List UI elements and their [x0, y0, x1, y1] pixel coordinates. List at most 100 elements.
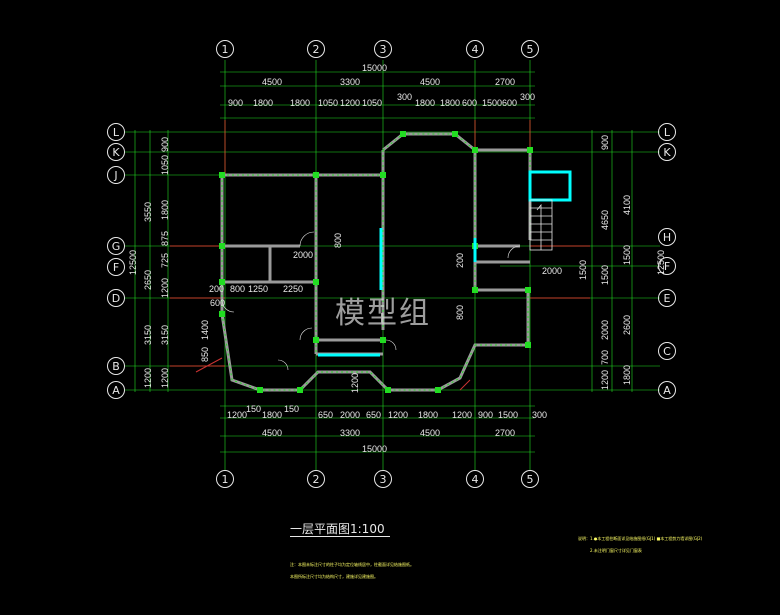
- title-underline: [290, 536, 390, 537]
- dim-top-detail-12: 600: [502, 98, 518, 108]
- axis-bubble-right-A: A: [658, 381, 676, 399]
- dim-top-detail-1: 900: [228, 98, 244, 108]
- dim-right-outer-7: 2000: [600, 319, 610, 340]
- dim-interior-2250: 2250: [283, 284, 304, 294]
- dim-left-mid-4: 1200: [143, 367, 153, 388]
- dim-top-detail-4: 1050: [318, 98, 339, 108]
- dim-interior-1200-v: 1200: [350, 372, 360, 393]
- dim-bottom-bay-1: 4500: [262, 428, 283, 438]
- dim-left-outer-9: 3150: [160, 324, 170, 345]
- axis-bubble-top-5: 5: [521, 40, 539, 58]
- dim-bottom-detail-4: 150: [284, 404, 300, 414]
- axis-bubble-right-F: F: [658, 257, 676, 275]
- dim-top-detail-13: 300: [520, 92, 536, 102]
- dim-top-bay-4: 2700: [495, 77, 516, 87]
- axis-bubble-top-2: 2: [307, 40, 325, 58]
- dim-top-detail-10: 600: [462, 98, 478, 108]
- dim-interior-850: 850: [200, 346, 210, 362]
- dim-top-detail-3: 1800: [290, 98, 311, 108]
- axis-bubble-bottom-2: 2: [307, 470, 325, 488]
- dim-interior-800: 800: [230, 284, 246, 294]
- axis-bubble-top-3: 3: [374, 40, 392, 58]
- dim-left-mid-2: 2650: [143, 269, 153, 290]
- dim-bottom-detail-13: 300: [532, 410, 548, 420]
- dim-left-outer-2: 1050: [160, 154, 170, 175]
- axis-bubble-left-D: D: [107, 289, 125, 307]
- dim-interior-800-v: 800: [333, 232, 343, 248]
- note-line-4: 本图所标注尺寸均为结构尺寸，建施详见建施图。: [290, 574, 378, 579]
- dim-top-detail-11: 1500: [482, 98, 503, 108]
- drawing-title: 一层平面图1:100: [290, 522, 385, 536]
- dim-right-outer-9: 1200: [600, 369, 610, 390]
- note-line-3: 注：本图未标注尺寸的柱子均为定位轴线居中，柱截面详见结施图纸。: [290, 562, 414, 567]
- dim-right-outer-8: 700: [600, 349, 610, 365]
- axis-bubble-left-F: F: [107, 258, 125, 276]
- stair: [529, 199, 553, 251]
- dim-top-detail-8: 1800: [415, 98, 436, 108]
- red-accent-lines: [195, 357, 471, 391]
- watermark: 模型组: [335, 296, 431, 331]
- dim-left-mid-3: 3150: [143, 324, 153, 345]
- dim-interior-2000: 2000: [293, 250, 314, 260]
- axis-bubble-top-1: 1: [216, 40, 234, 58]
- axis-bubble-right-K: K: [658, 143, 676, 161]
- dim-bottom-bay-3: 4500: [420, 428, 441, 438]
- dim-interior-1400: 1400: [200, 319, 210, 340]
- side-dimension-lines: [134, 130, 633, 392]
- axis-bubble-left-G: G: [107, 237, 125, 255]
- axis-bubble-left-A: A: [107, 381, 125, 399]
- dim-left-outer-6: 1200: [160, 277, 170, 298]
- dim-top-detail-2: 1800: [253, 98, 274, 108]
- dim-right-outer-6: 1500: [600, 264, 610, 285]
- dim-bottom-detail-2: 150: [246, 404, 262, 414]
- dim-interior-1250: 1250: [248, 284, 269, 294]
- dim-top-bay-1: 4500: [262, 77, 283, 87]
- axis-bubble-left-L: L: [107, 123, 125, 141]
- dim-left-outer-3: 1800: [160, 199, 170, 220]
- dim-right-mid-2: 1500: [622, 244, 632, 265]
- door-swings: [221, 231, 521, 371]
- dim-bottom-detail-6: 2000: [340, 410, 361, 420]
- axis-bubble-bottom-5: 5: [521, 470, 539, 488]
- dim-left-mid-1: 3550: [143, 201, 153, 222]
- dim-left-outer-10: 1200: [160, 367, 170, 388]
- dim-right-mid-4: 1800: [622, 364, 632, 385]
- dim-left-outer-4: 875: [160, 230, 170, 246]
- dim-right-outer-3: 4650: [600, 209, 610, 230]
- dim-bottom-detail-5: 650: [318, 410, 334, 420]
- axis-bubble-right-E: E: [658, 289, 676, 307]
- dim-bottom-bay-4: 2700: [495, 428, 516, 438]
- dim-top-bay-2: 3300: [340, 77, 361, 87]
- top-dimension-lines: [220, 71, 535, 119]
- dim-left-outer-1: 900: [160, 136, 170, 152]
- dim-top-detail-7: 300: [397, 92, 413, 102]
- dim-right-mid-3: 2600: [622, 314, 632, 335]
- dim-right-mid-1: 4100: [622, 194, 632, 215]
- dim-bottom-detail-11: 900: [478, 410, 494, 420]
- dim-left-outer-5: 725: [160, 252, 170, 268]
- dim-bottom-detail-3: 1800: [262, 410, 283, 420]
- axis-bubble-top-4: 4: [466, 40, 484, 58]
- dim-top-detail-9: 1800: [440, 98, 461, 108]
- dim-interior-200: 200: [209, 284, 225, 294]
- axis-bubble-bottom-4: 4: [466, 470, 484, 488]
- dim-interior-800-v2: 800: [455, 304, 465, 320]
- dim-top-detail-6: 1050: [362, 98, 383, 108]
- dim-right-outer-1: 900: [600, 134, 610, 150]
- axis-bubble-bottom-3: 3: [374, 470, 392, 488]
- bottom-dimension-lines: [220, 405, 535, 453]
- dim-bottom-detail-9: 1800: [418, 410, 439, 420]
- dim-bottom-overall: 15000: [362, 444, 388, 454]
- dim-bottom-detail-8: 1200: [388, 410, 409, 420]
- dim-interior-1500-v: 1500: [578, 259, 588, 280]
- axis-bubble-right-L: L: [658, 123, 676, 141]
- dim-top-overall: 15000: [362, 63, 388, 73]
- dim-top-detail-5: 1200: [340, 98, 361, 108]
- note-line-2: 2.未注明门窗尺寸详见门窗表: [590, 548, 642, 553]
- dim-top-bay-3: 4500: [420, 77, 441, 87]
- axis-bubble-left-B: B: [107, 357, 125, 375]
- axis-bubble-left-J: J: [107, 166, 125, 184]
- dim-right-overall: 12500: [656, 249, 666, 275]
